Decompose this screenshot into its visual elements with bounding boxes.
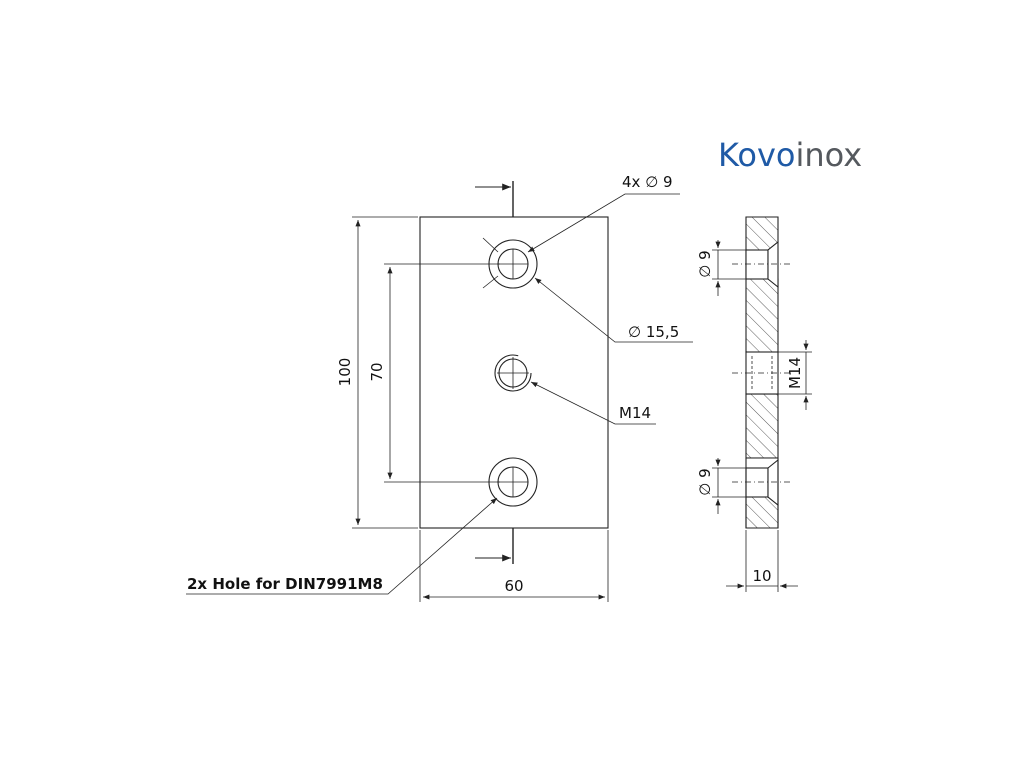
- front-view: 100 70 60 4x ∅ 9 ∅ 15,5 M14: [186, 173, 693, 602]
- hole-count-dia-text: 4x ∅ 9: [622, 173, 673, 191]
- thread-text: M14: [619, 404, 651, 422]
- section-segment-middle: [745, 393, 779, 459]
- top-countersunk-hole: [482, 237, 538, 289]
- section-mark-top: [475, 181, 514, 217]
- thickness-text: 10: [752, 567, 771, 585]
- dim-width-60: 60: [419, 530, 609, 602]
- dim-spacing-text: 70: [368, 362, 386, 381]
- dim-height-100: 100: [336, 216, 418, 529]
- section-hole-bottom: [745, 467, 769, 498]
- side-thread-text: M14: [786, 357, 804, 389]
- brand-name-part1: Kovo: [718, 136, 795, 174]
- side-hole-bottom-text: ∅ 9: [696, 468, 714, 495]
- section-view: ∅ 9 ∅ 9 M14 10: [696, 216, 812, 592]
- dim-side-dia9-bottom: ∅ 9: [696, 458, 746, 514]
- leader-m14: M14: [530, 381, 656, 425]
- counterbore-dia-text: ∅ 15,5: [628, 323, 679, 341]
- brand-logo: Kovoinox: [718, 136, 862, 174]
- section-countersink-top: [767, 240, 779, 289]
- plate-outline: [419, 216, 609, 529]
- dim-spacing-70: 70: [368, 263, 500, 483]
- section-mark-bottom: [475, 528, 514, 564]
- side-hole-top-text: ∅ 9: [696, 250, 714, 277]
- section-hole-top: [745, 249, 769, 280]
- leader-4x-dia9: 4x ∅ 9: [527, 173, 680, 253]
- dim-thickness-10: 10: [726, 530, 798, 592]
- section-segment-top: [745, 216, 779, 353]
- dim-side-m14: M14: [778, 340, 812, 410]
- dim-width-text: 60: [504, 577, 523, 595]
- middle-threaded-hole: [494, 354, 532, 392]
- dim-side-dia9-top: ∅ 9: [696, 240, 746, 296]
- leader-dia15-5: ∅ 15,5: [534, 277, 693, 343]
- brand-name-part2: inox: [795, 136, 862, 174]
- leader-hole-note: 2x Hole for DIN7991M8: [186, 497, 498, 595]
- dim-height-text: 100: [336, 358, 354, 387]
- section-countersink-bottom: [767, 458, 779, 507]
- hole-note-text: 2x Hole for DIN7991M8: [187, 575, 383, 593]
